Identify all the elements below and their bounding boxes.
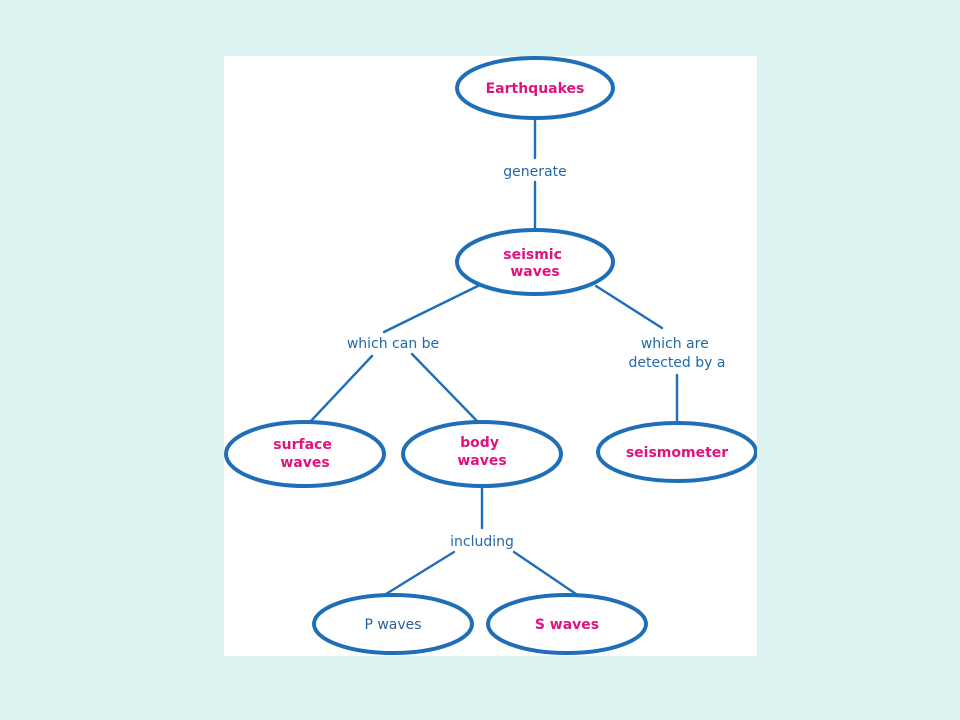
link-which-can-be-line-1: which can be [347, 336, 439, 352]
line-including-pwaves [384, 550, 456, 596]
node-surface-waves-line-2: waves [280, 455, 329, 471]
node-seismic-waves-line-2: waves [510, 264, 559, 280]
link-generate-line-1: generate [503, 164, 566, 180]
node-s-waves-line-1: S waves [535, 617, 599, 633]
node-seismic-waves-outline [455, 228, 615, 296]
node-body-waves-label: body waves [457, 435, 506, 469]
node-p-waves-outline [312, 593, 474, 655]
node-surface-waves-label: surface waves [273, 437, 336, 471]
node-s-waves-outline [486, 593, 648, 655]
link-which-can-be-label: which can be [347, 336, 439, 352]
line-seismic-detectedby [594, 284, 664, 330]
node-body-waves-line-2: waves [457, 453, 506, 469]
node-body-waves-line-1: body [460, 435, 499, 451]
line-whichcanbe-surface [308, 354, 374, 424]
link-including-line-1: including [450, 534, 514, 550]
node-p-waves-line-1: P waves [364, 617, 421, 633]
link-generate-label: generate [503, 164, 566, 180]
node-body-waves-outline [401, 420, 563, 488]
node-earthquakes-label: Earthquakes [486, 81, 585, 97]
node-s-waves-label: S waves [535, 617, 599, 633]
node-seismic-waves-line-1: seismic [503, 247, 562, 263]
node-seismometer-line-1: seismometer [626, 445, 728, 461]
node-earthquakes-outline [455, 56, 615, 120]
line-seismic-whichcanbe [382, 280, 488, 334]
line-whichcanbe-body [410, 352, 480, 424]
link-detected-by-line-2: detected by a [629, 355, 726, 371]
link-detected-by-line-1: which are [641, 336, 709, 352]
node-seismometer-outline [596, 421, 757, 483]
node-surface-waves-line-1: surface [273, 437, 332, 453]
node-earthquakes-line-1: Earthquakes [486, 81, 585, 97]
node-surface-waves-outline [224, 420, 386, 488]
line-including-swaves [512, 550, 578, 596]
node-p-waves-label: P waves [364, 617, 421, 633]
diagram-panel: Earthquakes seismic waves surface waves … [224, 56, 757, 656]
node-seismometer-label: seismometer [626, 445, 728, 461]
node-seismic-waves-label: seismic waves [503, 247, 567, 280]
link-detected-by-label: which are detected by a [629, 336, 726, 371]
link-including-label: including [450, 534, 514, 550]
concept-map: Earthquakes seismic waves surface waves … [224, 56, 757, 655]
